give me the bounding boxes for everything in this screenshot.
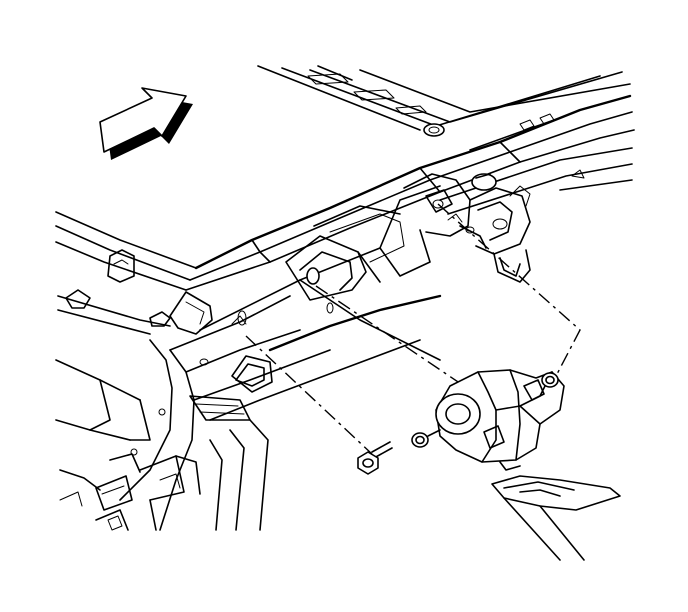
inner-roof-panel [169, 185, 441, 366]
side-roof-rail [55, 211, 213, 335]
upper-bracket [403, 173, 531, 283]
bolt-fastener [357, 441, 393, 475]
roof-panel [257, 65, 631, 137]
pillar-structure [55, 294, 442, 531]
roof-header-rail [185, 94, 635, 291]
assembly-guide-lines [245, 203, 581, 455]
front-direction-arrow-icon [99, 87, 193, 160]
lower-trim-bracket [491, 475, 621, 561]
sensor-module [411, 369, 565, 471]
